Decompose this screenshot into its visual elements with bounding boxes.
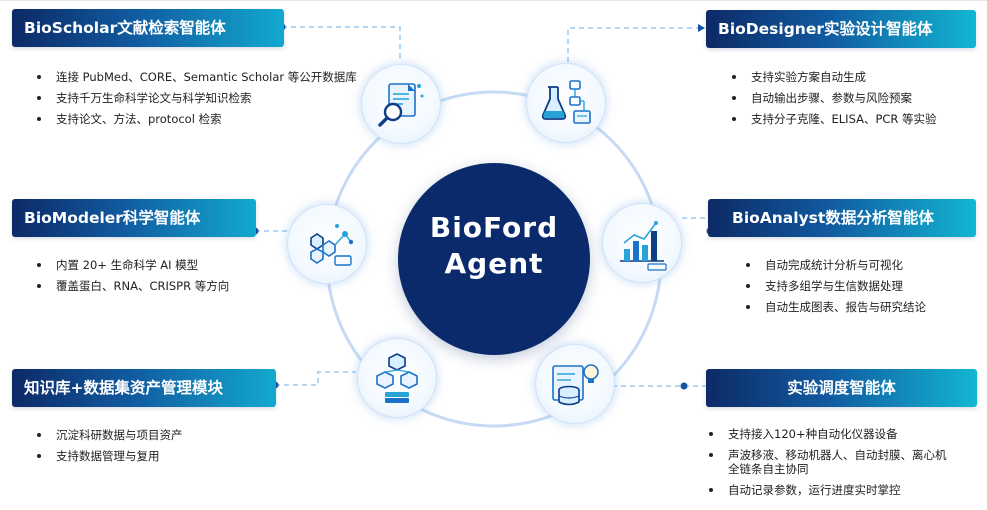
connector-knowledge <box>275 371 356 386</box>
list-item-line: 声波移液、移动机器人、自动封膜、离心机 <box>728 448 947 462</box>
knowledge-module-title: 知识库+数据集资产管理模块 <box>12 369 276 407</box>
database-lightbulb-icon <box>552 364 599 406</box>
node-scholar <box>361 64 441 144</box>
list-item: 支持多组学与生信数据处理 <box>743 279 926 293</box>
list-item: 内置 20+ 生命科学 AI 模型 <box>34 258 229 272</box>
list-item: 自动记录参数，运行进度实时掌控 <box>706 483 947 497</box>
list-item: 支持分子克隆、ELISA、PCR 等实验 <box>729 112 937 126</box>
designer-module-title: BioDesigner实验设计智能体 <box>706 10 976 48</box>
connector-dot-scheduler <box>680 382 688 390</box>
knowledge-feature-list: 沉淀科研数据与项目资产 支持数据管理与复用 <box>34 428 183 470</box>
list-item: 连接 PubMed、CORE、Semantic Scholar 等公开数据库 <box>34 70 357 84</box>
molecule-network-icon <box>310 224 354 266</box>
connector-scholar <box>282 26 401 62</box>
list-item: 支持实验方案自动生成 <box>729 70 937 84</box>
list-item: 覆盖蛋白、RNA、CRISPR 等方向 <box>34 279 229 293</box>
node-designer <box>526 63 606 143</box>
scheduler-feature-list: 支持接入120+种自动化仪器设备 声波移液、移动机器人、自动封膜、离心机 全链条… <box>706 427 947 504</box>
flask-workflow-icon <box>541 80 591 124</box>
arrow-designer <box>698 24 705 32</box>
modeler-module-title: BioModeler科学智能体 <box>12 199 256 237</box>
list-item: 声波移液、移动机器人、自动封膜、离心机 全链条自主协同 <box>706 448 947 476</box>
list-item-line: 全链条自主协同 <box>728 462 809 476</box>
document-search-icon <box>378 83 424 127</box>
bar-chart-icon <box>620 221 667 271</box>
node-knowledge <box>357 338 437 418</box>
list-item: 自动生成图表、报告与研究结论 <box>743 300 926 314</box>
node-scheduler <box>535 344 615 424</box>
node-modeler <box>287 204 367 284</box>
list-item: 自动完成统计分析与可视化 <box>743 258 926 272</box>
scheduler-module-title: 实验调度智能体 <box>706 369 977 407</box>
bioford-agent-hub: BioFord Agent <box>398 163 590 355</box>
designer-feature-list: 支持实验方案自动生成 自动输出步骤、参数与风险预案 支持分子克隆、ELISA、P… <box>729 70 937 133</box>
connector-designer <box>567 27 698 62</box>
modeler-feature-list: 内置 20+ 生命科学 AI 模型 覆盖蛋白、RNA、CRISPR 等方向 <box>34 258 229 300</box>
list-item: 支持数据管理与复用 <box>34 449 183 463</box>
hub-title-line2: Agent <box>444 247 544 280</box>
list-item: 支持接入120+种自动化仪器设备 <box>706 427 947 441</box>
scholar-feature-list: 连接 PubMed、CORE、Semantic Scholar 等公开数据库 支… <box>34 70 357 133</box>
analyst-feature-list: 自动完成统计分析与可视化 支持多组学与生信数据处理 自动生成图表、报告与研究结论 <box>743 258 926 321</box>
node-analyst <box>602 203 682 283</box>
data-cubes-icon <box>376 353 418 403</box>
scholar-module-title: BioScholar文献检索智能体 <box>12 9 284 47</box>
list-item: 支持论文、方法、protocol 检索 <box>34 112 357 126</box>
top-divider <box>0 0 987 1</box>
list-item: 自动输出步骤、参数与风险预案 <box>729 91 937 105</box>
list-item: 沉淀科研数据与项目资产 <box>34 428 183 442</box>
hub-title-line1: BioFord <box>429 211 559 244</box>
analyst-module-title: BioAnalyst数据分析智能体 <box>708 199 976 237</box>
list-item: 支持千万生命科学论文与科学知识检索 <box>34 91 357 105</box>
